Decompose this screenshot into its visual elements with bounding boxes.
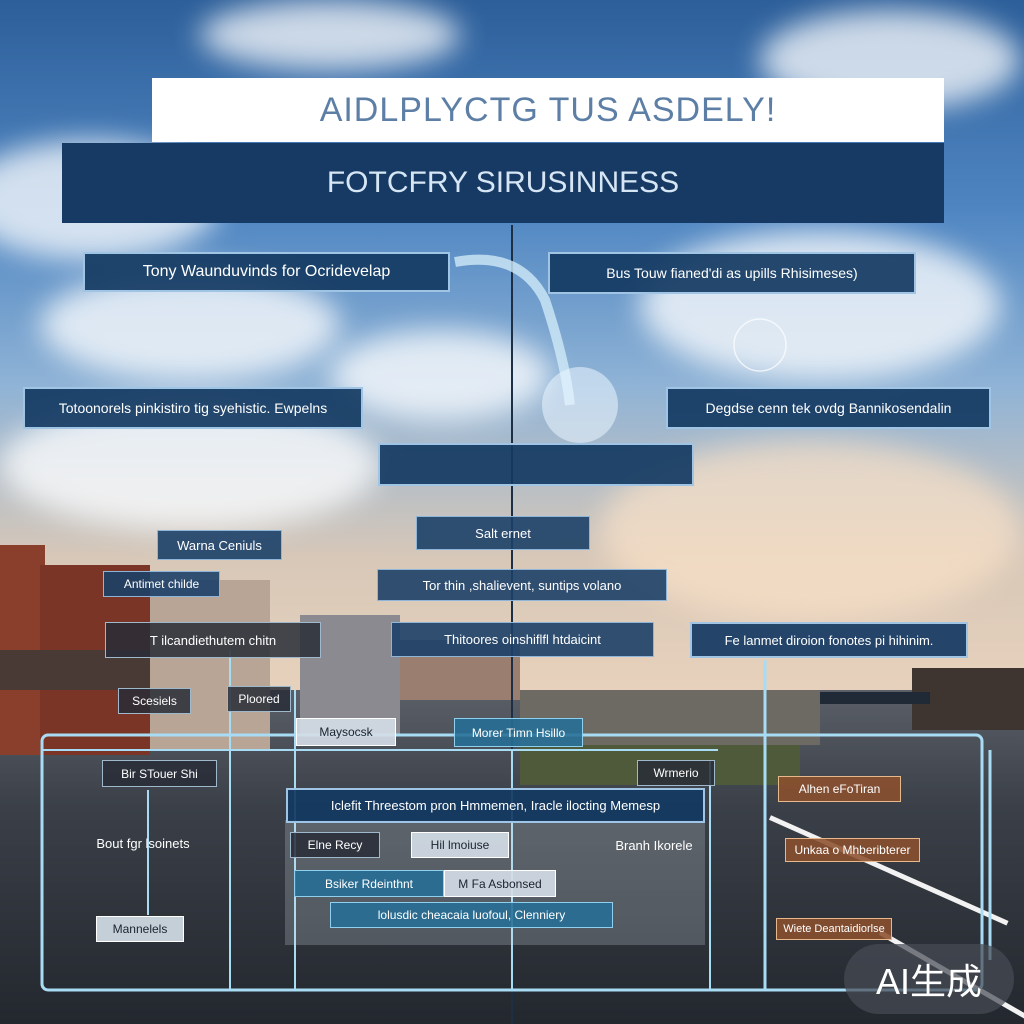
cloud — [200, 0, 460, 70]
node-center-mid[interactable]: Thitoores oinshiflfl htdaicint — [391, 622, 654, 657]
node-center-tor[interactable]: Tor thin ,shalievent, suntips volano — [377, 569, 667, 601]
node-salt[interactable]: Salt ernet — [416, 516, 590, 550]
network-icon — [733, 318, 787, 372]
cloud — [330, 330, 550, 420]
node-scesiels[interactable]: Scesiels — [118, 688, 191, 714]
node-bsker[interactable]: Bsiker Rdeinthnt — [294, 870, 444, 897]
building — [150, 580, 270, 750]
node-warna[interactable]: Warna Ceniuls — [157, 530, 282, 560]
node-wrmerio[interactable]: Wrmerio — [637, 760, 715, 786]
node-bir[interactable]: Bir STouer Shi — [102, 760, 217, 787]
node-morer[interactable]: Morer Timn Hsillo — [454, 718, 583, 747]
node-left-tl[interactable]: T ilcandiethutem chitn — [105, 622, 321, 658]
node-mfa[interactable]: M Fa Asbonsed — [444, 870, 556, 897]
node-right-unkaa[interactable]: Unkaa o Mhberibterer — [785, 838, 920, 862]
building — [912, 668, 1024, 730]
node-alhen[interactable]: Alhen eFoTiran — [778, 776, 901, 802]
node-left-bout[interactable]: Bout fgr lsoinets — [96, 835, 190, 851]
node-left-mid[interactable]: Totoonorels pinkistiro tig syehistic. Ew… — [23, 387, 363, 429]
globe-icon — [542, 367, 618, 443]
node-right-fe[interactable]: Fe lanmet diroion fonotes pi hihinim. — [690, 622, 968, 658]
node-lolusdic[interactable]: lolusdic cheacaia luofoul, Clenniery — [330, 902, 613, 928]
node-right-brown-bottom[interactable]: Wiete Deantaidiorlse — [776, 918, 892, 940]
node-hil[interactable]: Hil lmoiuse — [411, 832, 509, 858]
node-center-empty[interactable] — [378, 443, 694, 486]
diagram-subtitle: FOTCFRY SIRUSINNESS — [62, 143, 944, 223]
node-right-mid[interactable]: Degdse cenn tek ovdg Bannikosendalin — [666, 387, 991, 429]
ai-generated-badge: AI生成 — [844, 944, 1014, 1014]
node-manneiels[interactable]: Mannelels — [96, 916, 184, 942]
bus-shelter-roof — [810, 692, 930, 704]
node-right-top[interactable]: Bus Touw fianed'di as upills Rhisimeses) — [548, 252, 916, 294]
node-maysocsk[interactable]: Maysocsk — [296, 718, 396, 746]
node-elne[interactable]: Elne Recy — [290, 832, 380, 858]
node-ploored[interactable]: Ploored — [227, 686, 291, 712]
node-branh[interactable]: Branh Ikorele — [615, 837, 693, 853]
node-left-antimet[interactable]: Antimet childe — [103, 571, 220, 597]
node-left-top[interactable]: Tony Waunduvinds for Ocridevelap — [83, 252, 450, 292]
diagram-title: AIDLPLYCTG TUS ASDELY! — [152, 78, 944, 142]
node-center-long[interactable]: Iclefit Threestom pron Hmmemen, Iracle i… — [286, 788, 705, 823]
